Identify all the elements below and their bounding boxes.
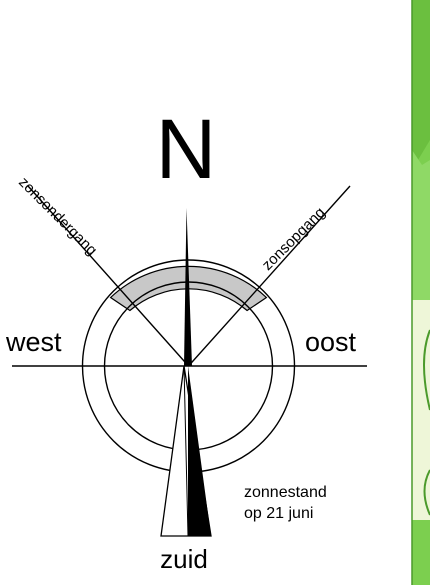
west-label: west: [5, 327, 62, 357]
note-line-2: op 21 juni: [244, 505, 313, 522]
north-label: N: [156, 102, 217, 196]
sunrise-label: zonsopgang: [259, 204, 329, 274]
map-strip: [412, 0, 430, 585]
east-label: oost: [305, 327, 357, 357]
sunset-label: zonsondergang: [15, 174, 100, 259]
south-label: zuid: [160, 544, 208, 574]
note-line-1: zonnestand: [244, 484, 327, 501]
